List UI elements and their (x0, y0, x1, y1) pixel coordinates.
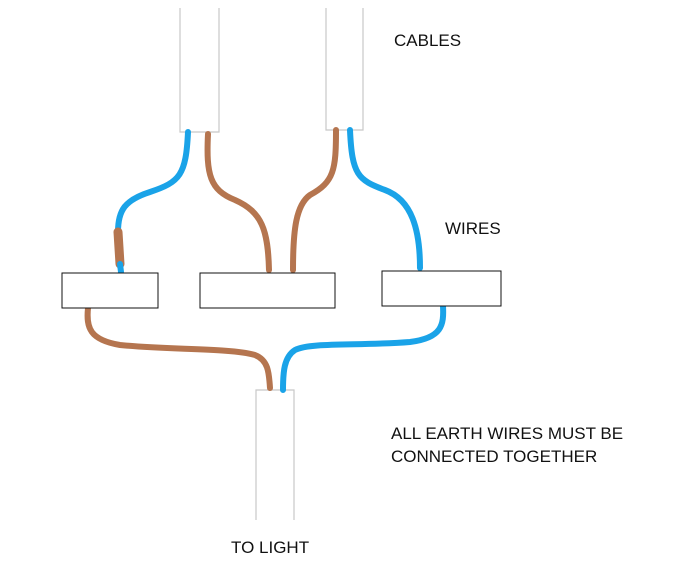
to-light-label: TO LIGHT (231, 538, 310, 557)
live-wire-right-cable (290, 127, 339, 273)
terminal-block-left (61, 272, 159, 309)
cable-sheath-right (325, 8, 364, 131)
cable-sheath-left (179, 8, 220, 133)
switched-live-to-light (84, 305, 273, 391)
cable-sheath-light (255, 389, 295, 520)
neutral-to-light (280, 303, 447, 393)
earth-note-line2: CONNECTED TOGETHER (391, 447, 598, 466)
neutral-wire-left-end (117, 261, 124, 275)
neutral-wire-right-cable (347, 127, 423, 271)
terminal-block-middle (199, 272, 336, 309)
neutral-wire-left-cable (115, 129, 191, 235)
cables-label: CABLES (394, 31, 462, 50)
live-wire-left-cable (204, 131, 272, 273)
neutral-sleeve-brown (113, 227, 125, 269)
wires-label: WIRES (445, 219, 501, 238)
earth-note-line1: ALL EARTH WIRES MUST BE (391, 424, 624, 443)
terminal-block-right (381, 270, 502, 307)
